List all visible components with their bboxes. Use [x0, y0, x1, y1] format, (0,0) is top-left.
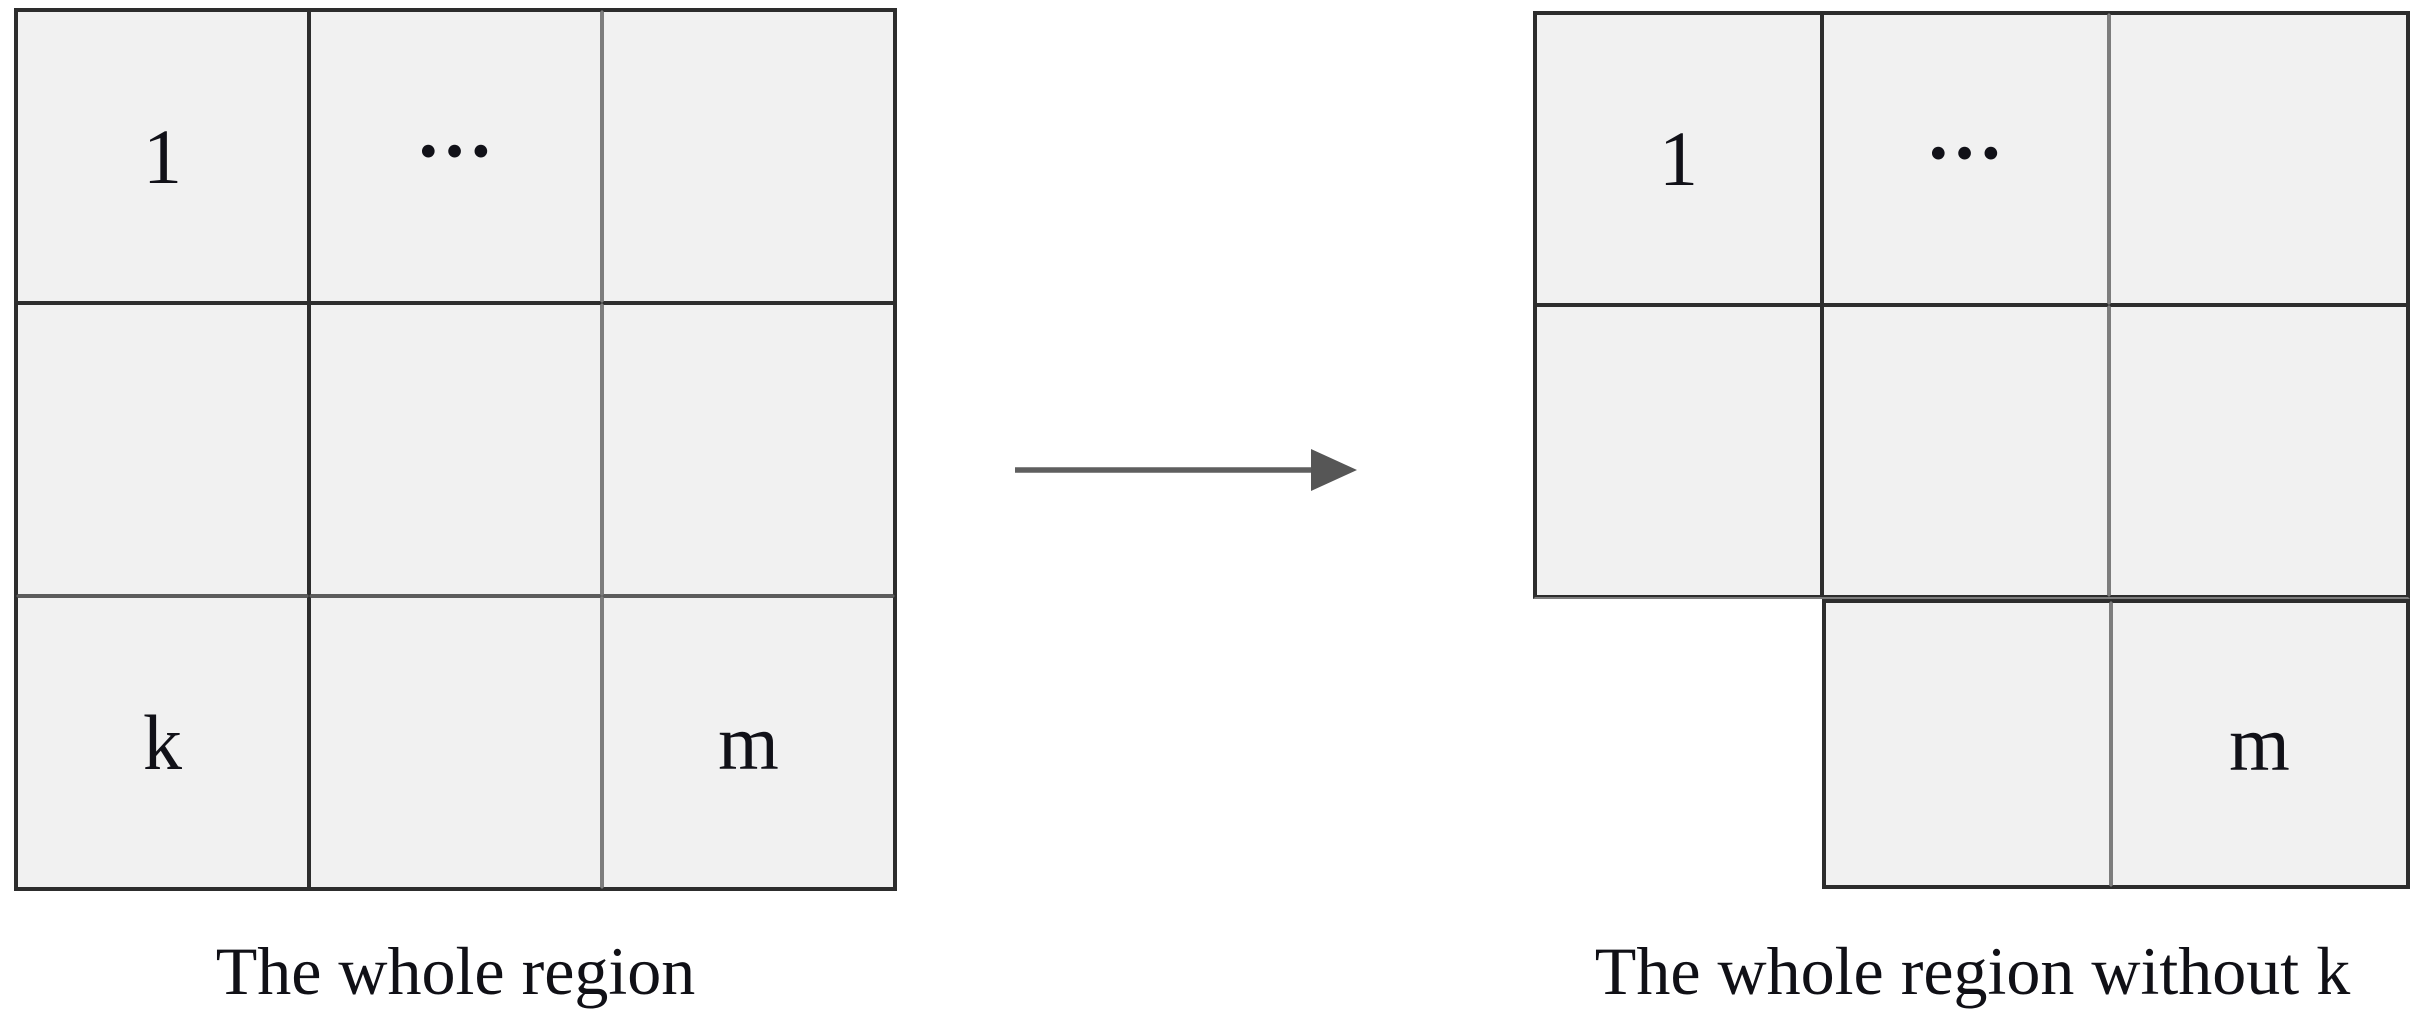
right-grid-caption: The whole region without k [1594, 933, 2351, 1009]
grid-whole-region: 1 … k m [14, 8, 897, 891]
grid-cell-k: k [16, 596, 309, 889]
grid-cell-empty [602, 303, 895, 596]
grid-without-k-bottom: m [1822, 599, 2410, 889]
grid-cell-empty [2109, 305, 2408, 597]
right-arrow-icon [1015, 449, 1357, 491]
grid-cell-m: m [602, 596, 895, 889]
grid-cell-empty [602, 10, 895, 303]
cell-label-1: 1 [143, 112, 182, 200]
grid-cell-empty [16, 303, 309, 596]
grid-cell-empty [309, 303, 602, 596]
left-grid-caption: The whole region [215, 933, 696, 1009]
cell-label-k: k [143, 698, 182, 786]
grid-cell-ellipsis: … [1822, 13, 2109, 305]
grid-cell-empty [1822, 305, 2109, 597]
cell-label-m: m [718, 698, 779, 786]
cell-label-1: 1 [1659, 115, 1698, 202]
grid-cell-empty [2109, 13, 2408, 305]
grid-without-k-top: 1 … [1533, 11, 2410, 599]
grid-cell-ellipsis: … [309, 10, 602, 303]
grid-cell-1: 1 [1535, 13, 1822, 305]
grid-cell-1: 1 [16, 10, 309, 303]
cell-label-ellipsis: … [415, 85, 496, 173]
grid-cell-empty [1824, 601, 2111, 887]
grid-cell-empty [309, 596, 602, 889]
grid-cell-empty [1535, 305, 1822, 597]
cell-label-m: m [2229, 700, 2290, 787]
cell-label-ellipsis: … [1925, 88, 2006, 176]
grid-cell-m: m [2111, 601, 2408, 887]
